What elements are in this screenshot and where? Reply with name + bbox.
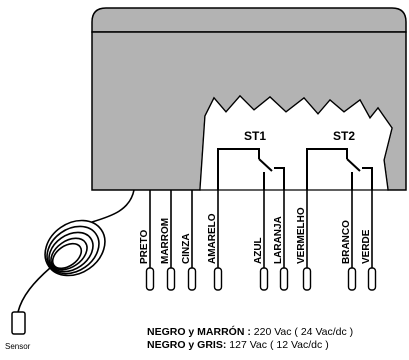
wire-preto: PRETO [139,190,155,291]
wire-label-verde: VERDE [361,229,372,264]
st1-switch-contact [258,158,273,172]
wire-cinza: CINZA [181,190,197,291]
wire-terminal [347,267,357,291]
wire-terminal [145,267,155,291]
sensor-cable-coil [17,189,135,313]
wire-azul: AZUL [253,190,269,291]
wire-amarelo: AMARELO [207,190,223,291]
st2-no-wire [362,167,373,190]
st2-common-wire [306,148,348,190]
wire-label-vermelho: VERMELHO [296,207,307,264]
wire-label-preto: PRETO [139,230,150,264]
note-line: NEGRO y GRIS: 127 Vac ( 12 Vac/dc ) [147,339,409,352]
wire-branco: BRANCO [341,190,357,291]
note-text: 220 Vac ( 24 Vac/dc ) [250,326,354,338]
wire-label-cinza: CINZA [181,233,192,264]
cutaway-interior [199,95,393,191]
wire-label-branco: BRANCO [341,220,352,264]
wire-terminal [259,267,269,291]
wire-terminal [187,267,197,291]
note-line: NEGRO y MARRÓN : 220 Vac ( 24 Vac/dc ) [147,326,409,339]
wire-terminal [279,267,289,291]
st2-label: ST2 [333,129,355,143]
wire-terminal [166,267,176,291]
wire-marrom: MARROM [160,190,176,291]
wire-label-azul: AZUL [253,237,264,264]
wire-terminal [302,267,312,291]
wiring-notes: NEGRO y MARRÓN : 220 Vac ( 24 Vac/dc ) N… [147,326,409,352]
st1-no-wire [274,167,285,190]
housing-top-cap [91,7,407,33]
st1-label: ST1 [244,129,266,143]
wire-harness: PRETO MARROM CINZA AMARELO AZUL LARANJA VERMEL… [139,190,377,291]
sensor-label: Sensor [5,342,31,351]
wire-terminal [367,267,377,291]
wire-vermelho: VERMELHO [296,190,312,291]
wire-verde: VERDE [361,190,377,291]
wire-terminal [213,267,223,291]
wire-label-amarelo: AMARELO [207,213,218,264]
wire-label-laranja: LARANJA [273,216,284,264]
wire-laranja: LARANJA [273,190,289,291]
note-text: 127 Vac ( 12 Vac/dc ) [226,339,329,351]
note-bold: NEGRO y GRIS: [147,339,227,351]
wire-label-marrom: MARROM [160,218,171,264]
st1-common-wire [217,148,260,190]
st2-switch-contact [346,158,361,172]
note-bold: NEGRO y MARRÓN : [147,326,251,338]
sensor-probe [11,311,26,335]
